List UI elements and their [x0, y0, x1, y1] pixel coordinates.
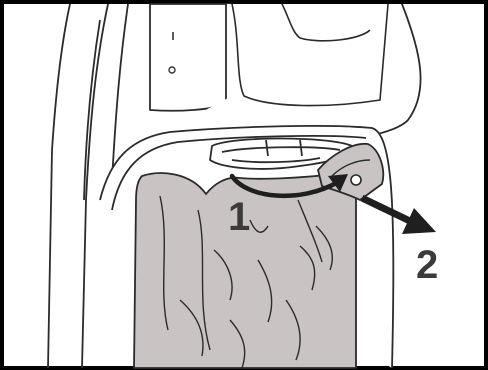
upper-recess [232, 4, 388, 106]
step-2-label: 2 [416, 243, 438, 287]
release-lever-pivot [351, 175, 361, 185]
step-1-label: 1 [228, 195, 250, 239]
